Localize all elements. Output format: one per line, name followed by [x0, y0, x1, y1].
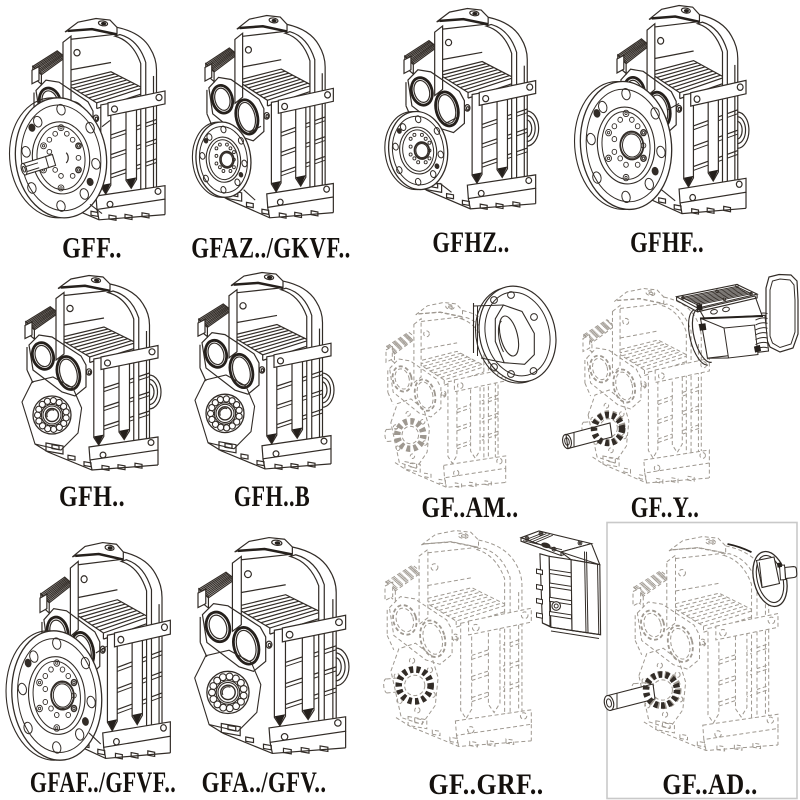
svg-text:GF..Y..: GF..Y..	[631, 490, 699, 524]
svg-text:GFH..B: GFH..B	[234, 479, 310, 513]
svg-text:GFHZ..: GFHZ..	[432, 225, 509, 259]
svg-text:GF..AM..: GF..AM..	[421, 490, 518, 523]
svg-text:GFAZ../GKVF..: GFAZ../GKVF..	[191, 230, 350, 264]
svg-text:GF..AD..: GF..AD..	[662, 768, 757, 800]
svg-text:GFH..: GFH..	[59, 479, 125, 512]
svg-text:GFAF../GFVF..: GFAF../GFVF..	[30, 766, 176, 799]
svg-text:GFA../GFV..: GFA../GFV..	[202, 765, 327, 799]
svg-text:GF..GRF..: GF..GRF..	[428, 768, 543, 800]
svg-text:GFF..: GFF..	[62, 231, 122, 264]
svg-text:GFHF..: GFHF..	[630, 225, 704, 259]
